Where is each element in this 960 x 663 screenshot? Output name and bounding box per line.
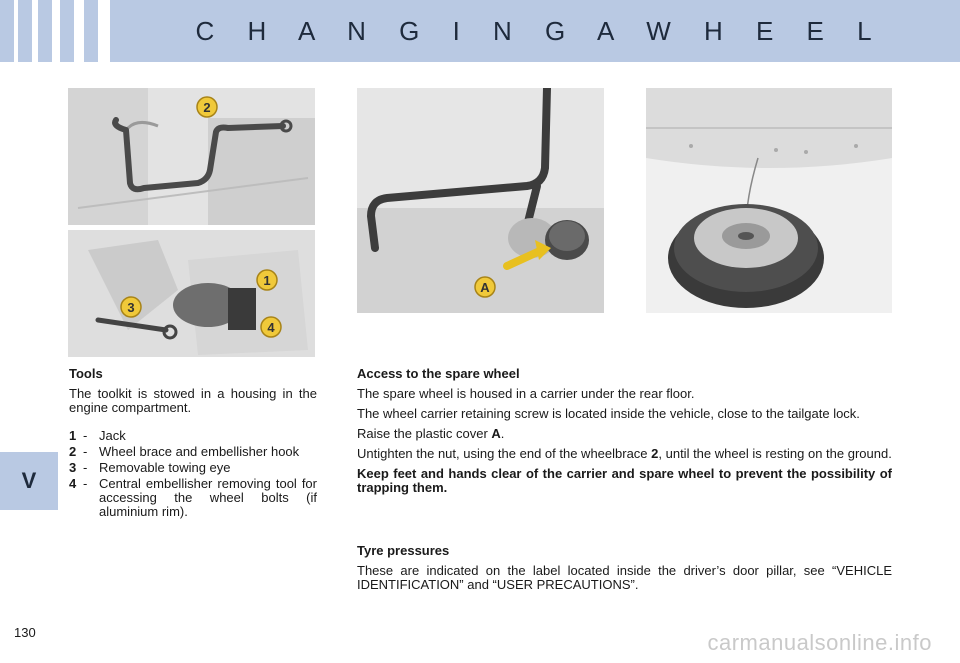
text-span: .: [500, 426, 505, 441]
callout-badge: [120, 296, 142, 318]
item-number: 3: [69, 460, 77, 475]
tools-heading: Tools: [69, 366, 103, 381]
header-stripe: [52, 0, 60, 62]
header-stripe: [98, 0, 110, 62]
callout-4: 4: [267, 320, 275, 335]
tools-intro: The toolkit is stowed in a housing in th…: [69, 386, 317, 415]
page-number: 130: [14, 625, 36, 640]
item-description: Jack: [99, 428, 126, 443]
header-stripe: [14, 0, 18, 62]
photo-wheel-brace: 2: [68, 88, 315, 225]
callout-badge: [260, 316, 282, 338]
item-separator: -: [83, 444, 88, 459]
cover-reference: A: [491, 426, 501, 441]
callout-badge: [474, 276, 496, 298]
callout-badge: [196, 96, 218, 118]
tools-section: Tools The toolkit is stowed in a housing…: [69, 367, 317, 521]
list-item: 1-Jack: [69, 429, 317, 443]
tool-reference: 2: [651, 446, 659, 461]
item-number: 4: [69, 476, 77, 491]
callout-a: A: [480, 280, 490, 295]
callout-badge: [256, 269, 278, 291]
access-paragraph: Raise the plastic cover A.: [357, 427, 892, 441]
access-paragraph: The spare wheel is housed in a carrier u…: [357, 386, 695, 401]
access-paragraph: Untighten the nut, using the end of the …: [357, 447, 892, 461]
safety-warning: Keep feet and hands clear of the carrier…: [357, 466, 892, 495]
item-separator: -: [83, 460, 88, 475]
text-span: Untighten the nut, using the end of the …: [357, 446, 652, 461]
item-description: Wheel brace and embellisher hook: [99, 444, 300, 459]
text-span: , until the wheel is resting on the grou…: [658, 446, 892, 461]
chapter-tab: V: [0, 452, 58, 510]
item-description: Central embellisher removing tool for ac…: [99, 476, 317, 519]
text-span: Raise the plastic cover: [357, 426, 492, 441]
list-item: 2-Wheel brace and embellisher hook: [69, 445, 317, 459]
photo-toolkit: 1 3 4: [68, 230, 315, 357]
item-number: 1: [69, 428, 77, 443]
access-section: Access to the spare wheel The spare whee…: [357, 367, 892, 501]
access-paragraph: The wheel carrier retaining screw is loc…: [357, 406, 860, 421]
page-title: C H A N G I N G A W H E E L: [195, 16, 885, 46]
tyre-paragraph: These are indicated on the label located…: [357, 563, 892, 592]
header-stripe: [74, 0, 84, 62]
photo-spare-wheel: [646, 88, 892, 313]
page-header: C H A N G I N G A W H E E L: [0, 0, 960, 62]
list-item: 4-Central embellisher removing tool for …: [69, 477, 317, 519]
header-stripe: [32, 0, 38, 62]
tyre-section: Tyre pressures These are indicated on th…: [357, 544, 892, 598]
watermark: carmanualsonline.info: [707, 630, 932, 655]
access-heading: Access to the spare wheel: [357, 366, 520, 381]
callout-3: 3: [127, 300, 134, 315]
item-separator: -: [83, 428, 88, 443]
list-item: 3-Removable towing eye: [69, 461, 317, 475]
item-number: 2: [69, 444, 77, 459]
header-stripes: [0, 0, 120, 62]
tyre-heading: Tyre pressures: [357, 543, 450, 558]
photo-carrier-cover: A: [357, 88, 604, 313]
callout-1: 1: [263, 273, 270, 288]
callout-2: 2: [203, 100, 210, 115]
tools-list: 1-Jack 2-Wheel brace and embellisher hoo…: [69, 429, 317, 519]
item-separator: -: [83, 476, 88, 491]
item-description: Removable towing eye: [99, 460, 231, 475]
